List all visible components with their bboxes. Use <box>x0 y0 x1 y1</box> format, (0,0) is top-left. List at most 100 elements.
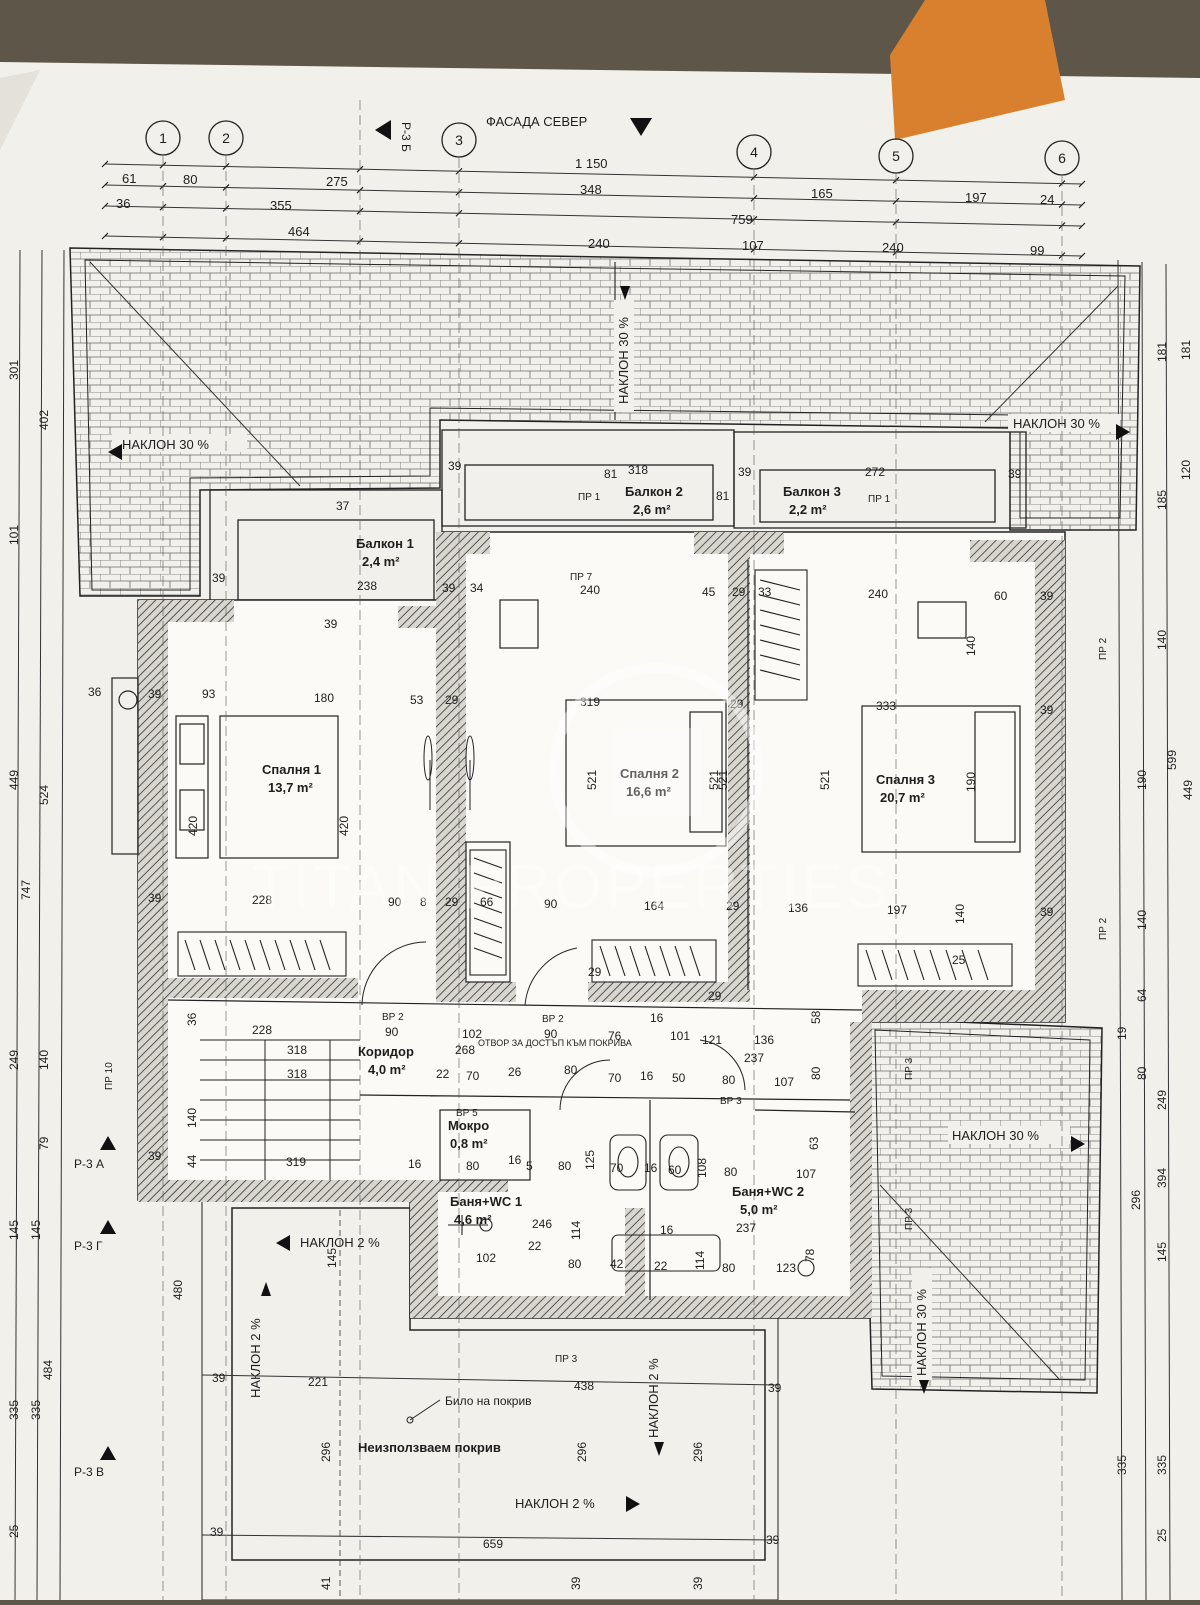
watermark: TITAN PROPERTIES <box>252 663 887 922</box>
dimension-tick <box>892 197 900 205</box>
interior-dim: 318 <box>628 463 648 477</box>
ridge-label: Било на покрив <box>445 1394 532 1408</box>
top-dim: 240 <box>882 240 904 255</box>
top-dim: 107 <box>742 238 764 253</box>
interior-dim: 39 <box>212 1371 226 1385</box>
right-dim: 185 <box>1155 490 1169 510</box>
interior-dim: 22 <box>654 1259 668 1273</box>
interior-dim: 33 <box>758 585 772 599</box>
roof-slope-label: НАКЛОН 30 % <box>952 1128 1039 1143</box>
left-dim: 335 <box>7 1400 21 1420</box>
right-dim: 335 <box>1115 1455 1129 1475</box>
interior-dim: 45 <box>702 585 716 599</box>
interior-dim: 319 <box>286 1155 306 1169</box>
interior-dim: 78 <box>803 1248 817 1262</box>
unused-roof-label: Неизползваем покрив <box>358 1440 501 1455</box>
interior-dim: 80 <box>568 1257 582 1271</box>
interior-dim: 80 <box>466 1159 480 1173</box>
left-dim: 101 <box>7 525 21 545</box>
section-arrow-icon <box>375 120 391 140</box>
roof-slope-label: НАКЛОН 2 % <box>248 1318 263 1398</box>
interior-dim: 136 <box>754 1033 774 1047</box>
opening-tag: ПР 2 <box>1098 917 1109 940</box>
dimension-tick <box>101 160 109 168</box>
left-dim: 145 <box>29 1220 43 1240</box>
top-dim: 240 <box>588 236 610 251</box>
interior-dim: 102 <box>462 1027 482 1041</box>
interior-dim: 16 <box>644 1161 658 1175</box>
interior-dim: 80 <box>724 1165 738 1179</box>
section-label: Р-3 В <box>74 1465 104 1479</box>
interior-dim: 16 <box>660 1223 674 1237</box>
top-dim: 99 <box>1030 243 1044 258</box>
axis-markers: 1 2 3 4 5 6 <box>145 120 1080 176</box>
interior-dim: 80 <box>722 1261 736 1275</box>
dimension-tick <box>1078 222 1086 230</box>
interior-dim: 39 <box>738 465 752 479</box>
interior-dim: 659 <box>483 1537 503 1551</box>
interior-dim: 29 <box>445 895 459 909</box>
room-area: 2,4 m² <box>362 554 400 569</box>
axis-marker: 5 <box>878 138 914 174</box>
left-dim: 747 <box>19 880 33 900</box>
interior-dim: 16 <box>640 1069 654 1083</box>
left-dim: 402 <box>37 410 51 430</box>
room-name: Спалня 1 <box>262 762 321 777</box>
interior-dim: 29 <box>445 693 459 707</box>
left-dim: 25 <box>7 1524 21 1538</box>
left-dim: 480 <box>171 1280 185 1300</box>
interior-dim: 318 <box>287 1043 307 1057</box>
interior-dim: 108 <box>695 1158 709 1178</box>
interior-dim: 34 <box>470 581 484 595</box>
wardrobes <box>177 569 1013 987</box>
right-dim: 449 <box>1181 780 1195 800</box>
interior-dim: 39 <box>569 1576 583 1590</box>
opening-tag: ПР 10 <box>104 1062 115 1090</box>
interior-dim: 90 <box>385 1025 399 1039</box>
interior-dim: 41 <box>319 1576 333 1590</box>
dimension-tick <box>1058 201 1066 209</box>
interior-dim: 237 <box>744 1051 764 1065</box>
east-roof: НАКЛОН 30 % НАКЛОН 30 % <box>861 1017 1103 1394</box>
dimension-tick <box>1078 201 1086 209</box>
right-dim: 140 <box>1135 910 1149 930</box>
interior-dim: 39 <box>210 1525 224 1539</box>
right-dim: 140 <box>1155 630 1169 650</box>
top-dim: 275 <box>326 174 348 189</box>
opening-tag: ПР 3 <box>904 1057 915 1080</box>
opening-tag: ПР 3 <box>555 1354 578 1365</box>
interior-dim: 521 <box>585 770 599 790</box>
interior-dim: 521 <box>716 770 730 790</box>
interior-dim: 22 <box>528 1239 542 1253</box>
interior-dim: 39 <box>691 1576 705 1590</box>
interior-dim: 39 <box>148 687 162 701</box>
section-marker-icon <box>100 1446 116 1460</box>
interior-dim: 114 <box>693 1251 707 1270</box>
interior-dim: 50 <box>672 1071 686 1085</box>
interior-dim: 39 <box>148 891 162 905</box>
interior-dim: 44 <box>185 1154 199 1168</box>
dimension-tick <box>222 163 230 170</box>
room-labels: Балкон 1 2,4 m² Балкон 2 2,6 m² Балкон 3… <box>262 484 935 1227</box>
axis-label: 5 <box>892 148 900 164</box>
right-dim: 394 <box>1155 1168 1169 1188</box>
axis-grid-lines <box>162 100 1063 1600</box>
interior-dim: 140 <box>953 904 967 924</box>
interior-dim: 296 <box>691 1442 705 1462</box>
interior-dim: 145 <box>325 1248 339 1268</box>
slope-arrow-icon <box>108 444 122 460</box>
interior-dim: 58 <box>809 1010 823 1024</box>
interior-dim: 107 <box>774 1075 794 1089</box>
beds <box>111 599 1021 859</box>
interior-dim: 420 <box>186 816 200 836</box>
top-dim: 197 <box>965 190 987 205</box>
interior-dim: 39 <box>442 581 456 595</box>
slope-arrow-icon <box>626 1496 640 1512</box>
interior-dim: 81 <box>604 467 618 481</box>
interior-dim: 228 <box>252 893 272 907</box>
dimension-tick <box>101 202 109 210</box>
interior-dim: 16 <box>408 1157 422 1171</box>
room-name: Баня+WC 2 <box>732 1184 804 1199</box>
